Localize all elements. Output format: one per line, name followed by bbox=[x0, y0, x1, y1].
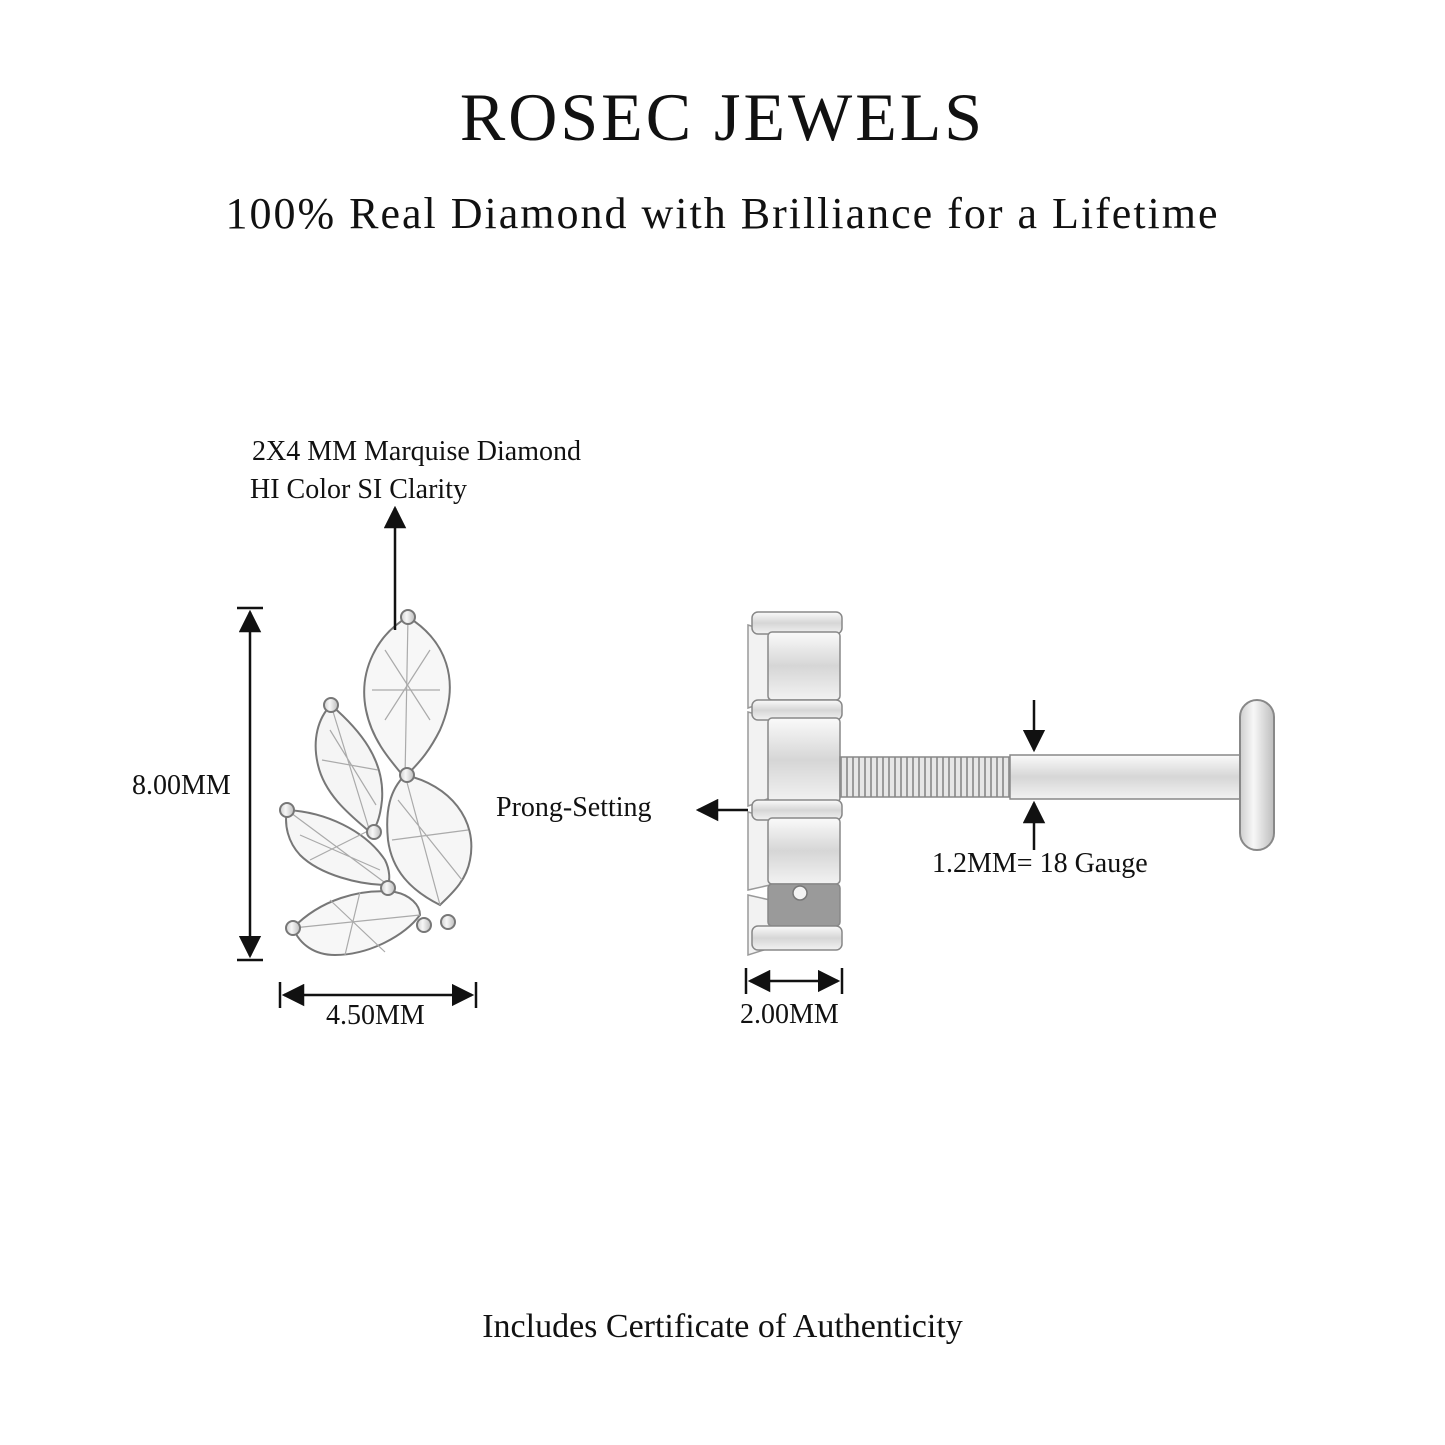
prong bbox=[279, 609, 456, 936]
brand-title: ROSEC JEWELS bbox=[459, 79, 986, 155]
marquise-diamond bbox=[386, 773, 473, 907]
earring-front-view bbox=[279, 609, 473, 957]
marquise-diamond bbox=[291, 890, 422, 957]
threaded-post bbox=[839, 756, 1013, 798]
stone-spec-label: 2X4 MM Marquise Diamond bbox=[252, 436, 581, 467]
earring-side-view bbox=[747, 611, 1275, 957]
gauge-label: 1.2MM= 18 Gauge bbox=[932, 848, 1148, 879]
marquise-diamond bbox=[363, 615, 451, 780]
setting-hole bbox=[792, 885, 808, 901]
stone-quality-label: HI Color SI Clarity bbox=[250, 474, 467, 505]
stone-edges bbox=[747, 623, 771, 957]
tagline: 100% Real Diamond with Brilliance for a … bbox=[225, 189, 1220, 238]
height-label: 8.00MM bbox=[132, 770, 231, 801]
labret-bar bbox=[1009, 754, 1261, 800]
prong-setting-label: Prong-Setting bbox=[496, 792, 652, 823]
certificate-note: Includes Certificate of Authenticity bbox=[482, 1308, 963, 1345]
width-dimension bbox=[278, 982, 478, 1008]
depth-dimension bbox=[744, 968, 844, 994]
height-dimension bbox=[237, 606, 263, 962]
flat-back-disc bbox=[1239, 699, 1275, 851]
width-label: 4.50MM bbox=[326, 1000, 425, 1031]
depth-label: 2.00MM bbox=[740, 999, 839, 1030]
prong-setting-bars bbox=[751, 611, 843, 951]
